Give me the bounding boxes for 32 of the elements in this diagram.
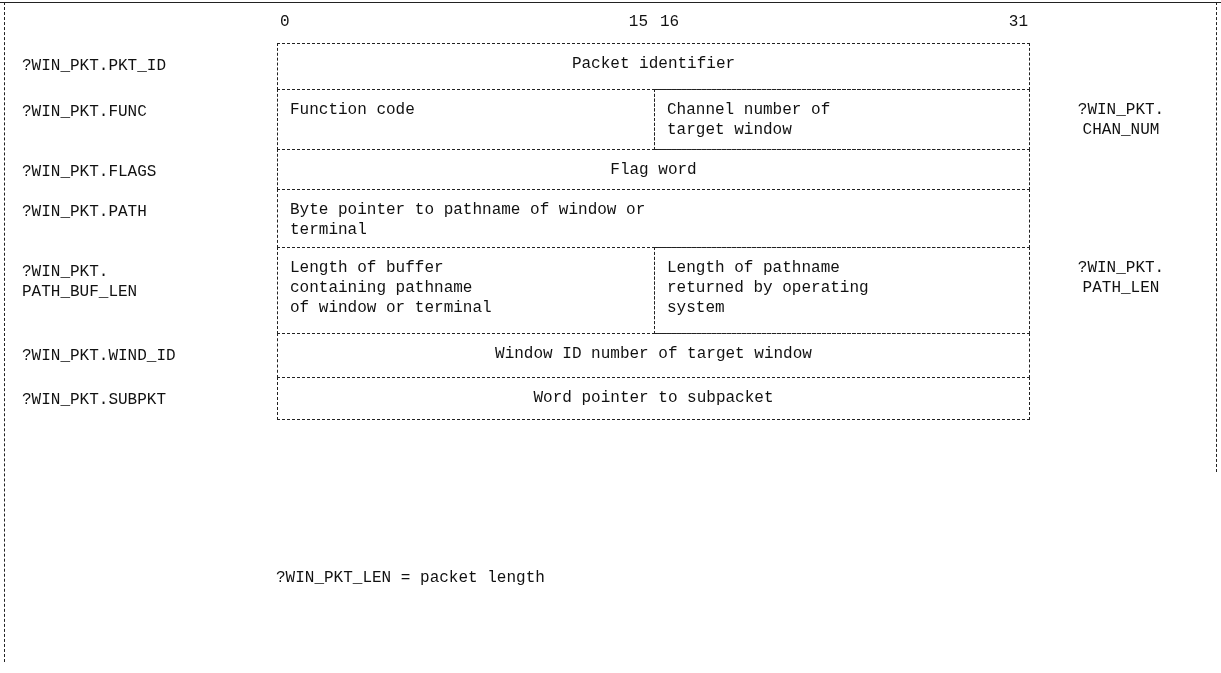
field-cell bbox=[277, 43, 1030, 90]
field-cell bbox=[277, 333, 1030, 378]
field-description: Packet identifier bbox=[571, 54, 736, 74]
field-name: ?WIN_PKT.PKT_ID bbox=[22, 56, 167, 76]
bit-number: 31 bbox=[1008, 12, 1028, 32]
field-description: Flag word bbox=[610, 160, 697, 180]
field-cell bbox=[277, 149, 1030, 190]
field-cell bbox=[654, 247, 1030, 334]
field-name: ?WIN_PKT.FUNC bbox=[22, 102, 147, 122]
bit-number: 0 bbox=[280, 12, 290, 32]
field-cell bbox=[277, 377, 1030, 420]
field-description: Function code bbox=[290, 100, 415, 120]
field-cell bbox=[277, 89, 655, 150]
field-description: Window ID number of target window bbox=[495, 344, 812, 364]
field-description: Length of buffer containing pathname of window or terminal bbox=[290, 258, 492, 318]
bit-number: 16 bbox=[660, 12, 680, 32]
field-description: Channel number of target window bbox=[667, 100, 832, 140]
field-description: Word pointer to subpacket bbox=[533, 388, 774, 408]
field-description: Length of pathname returned by operating system bbox=[667, 258, 869, 318]
field-name: ?WIN_PKT.SUBPKT bbox=[22, 390, 167, 410]
note-text: ?WIN_PKT_LEN = packet length bbox=[276, 568, 545, 588]
field-name: ?WIN_PKT.WIND_ID bbox=[22, 346, 176, 366]
field-cell bbox=[277, 189, 1030, 248]
field-description: Byte pointer to pathname of window or terminal bbox=[290, 200, 647, 240]
field-cell bbox=[654, 89, 1030, 150]
field-name: ?WIN_PKT. CHAN_NUM bbox=[1076, 100, 1166, 140]
bit-number: 15 bbox=[628, 12, 648, 32]
field-name: ?WIN_PKT.FLAGS bbox=[22, 162, 157, 182]
field-name: ?WIN_PKT. PATH_LEN bbox=[1076, 258, 1166, 298]
field-name: ?WIN_PKT. PATH_BUF_LEN bbox=[22, 262, 139, 302]
field-cell bbox=[277, 247, 655, 334]
field-name: ?WIN_PKT.PATH bbox=[22, 202, 147, 222]
